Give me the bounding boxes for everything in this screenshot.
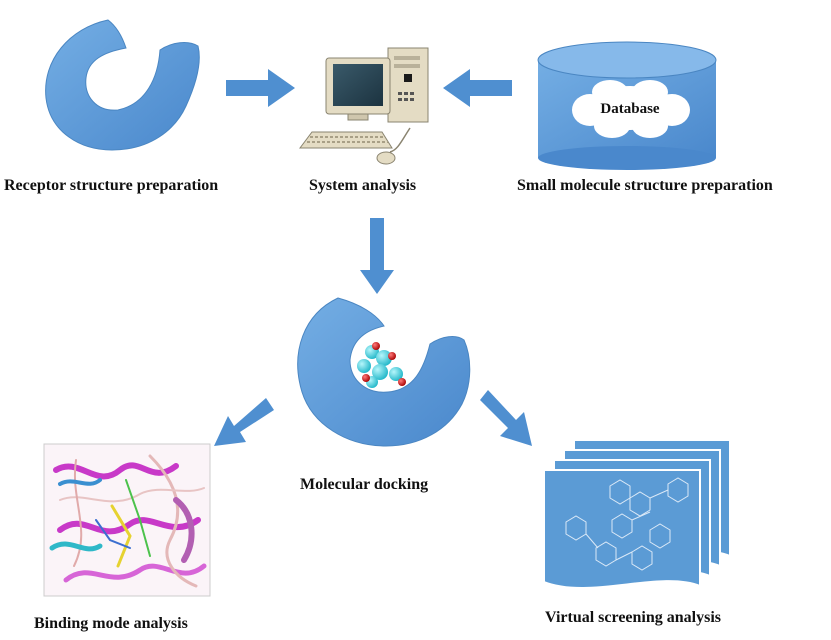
database-label: Database bbox=[600, 101, 660, 117]
receptor-structure-label: Receptor structure preparation bbox=[4, 177, 219, 194]
docking-receptor-icon bbox=[297, 297, 471, 447]
arrow-docking-to-binding bbox=[214, 398, 274, 446]
arrow-system-to-docking bbox=[360, 218, 394, 294]
database-icon: Database bbox=[537, 41, 717, 170]
virtual-screening-pages-icon bbox=[543, 439, 731, 589]
small-molecule-label: Small molecule structure preparation bbox=[517, 177, 773, 194]
ligand-molecule-icon bbox=[357, 342, 406, 388]
molecular-docking-label: Molecular docking bbox=[300, 476, 429, 493]
system-analysis-label: System analysis bbox=[309, 177, 417, 194]
binding-mode-image bbox=[43, 443, 211, 597]
arrow-docking-to-virtual bbox=[480, 390, 532, 446]
arrow-receptor-to-system bbox=[226, 69, 295, 107]
arrow-database-to-system bbox=[443, 69, 512, 107]
receptor-icon bbox=[45, 19, 200, 151]
computer-icon bbox=[299, 47, 429, 165]
virtual-screening-label: Virtual screening analysis bbox=[545, 609, 722, 626]
binding-mode-label: Binding mode analysis bbox=[34, 615, 188, 632]
